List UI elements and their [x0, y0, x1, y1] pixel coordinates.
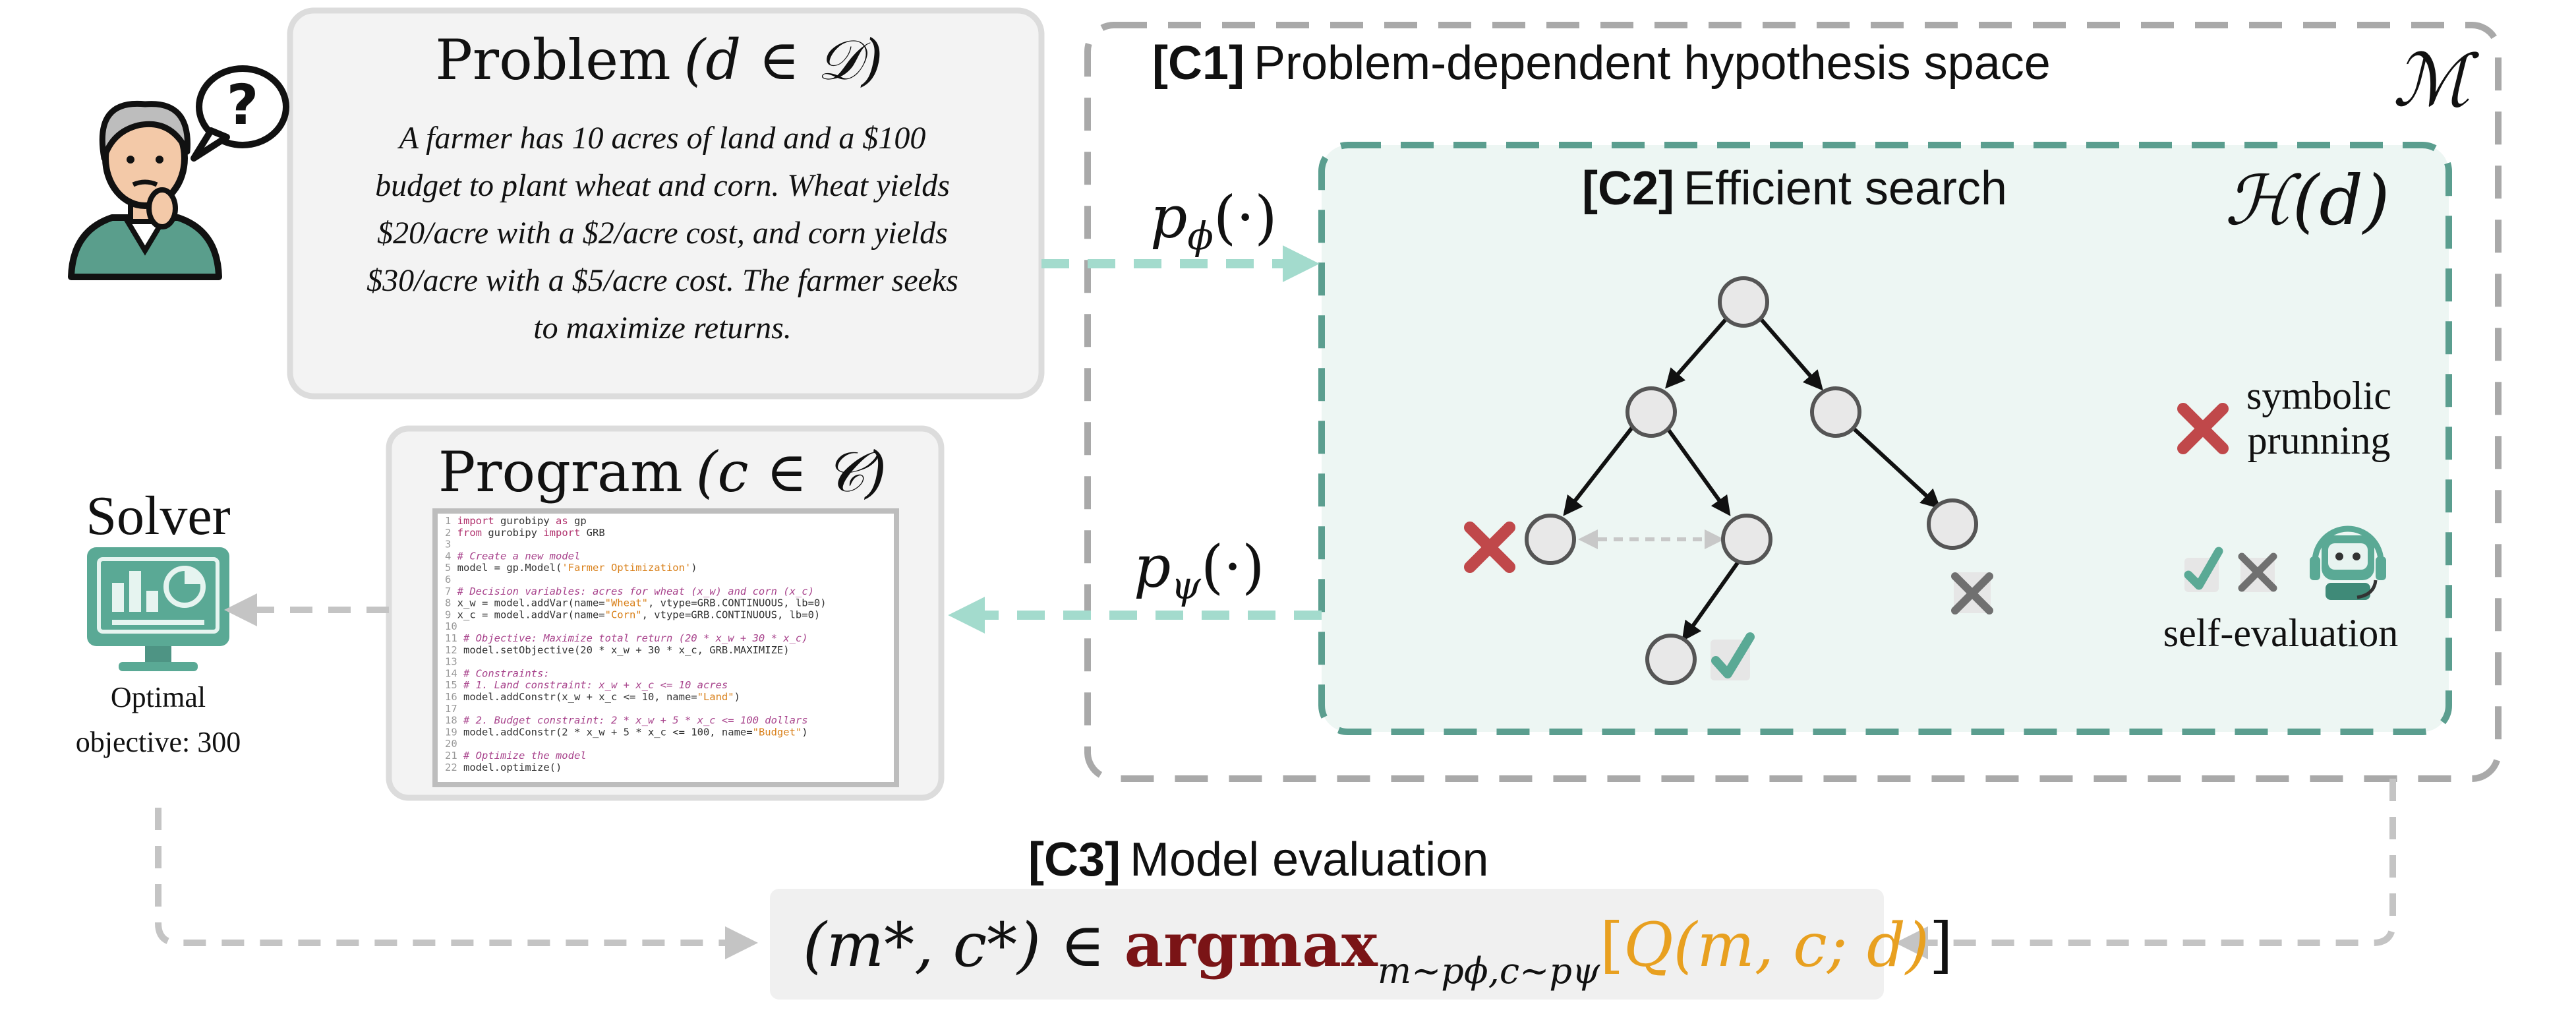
code-line: 1 import gurobipy as gp: [445, 515, 587, 527]
c2-search-box: [1318, 142, 2452, 735]
code-line: 12 model.setObjective(20 * x_w + 30 * x_…: [445, 644, 790, 656]
code-line: 4 # Create a new model: [445, 550, 580, 562]
solver-title: Solver: [86, 485, 230, 547]
code-panel: [432, 508, 899, 787]
person-question-icon: ?: [68, 65, 289, 280]
arrow-solver-to-evaluation: [155, 808, 758, 959]
c1-label: [C1]Problem-dependent hypothesis space: [1152, 37, 2051, 90]
program-title: Program(c ∈ 𝒞): [438, 440, 887, 504]
evaluation-formula: (m*, c*) ∈ argmaxm∼pϕ,c∼pψ[Q(m, c; d)]: [803, 909, 1953, 992]
code-line: 14 # Constraints:: [445, 667, 550, 679]
tree-edge: [1682, 558, 1742, 642]
p-phi-label: pϕ(·): [1150, 183, 1277, 258]
solver-caption-line2: objective: 300: [76, 726, 241, 758]
c2-label: [C2]Efficient search: [1582, 162, 2007, 215]
code-line: 17: [445, 703, 463, 715]
tree-edge: [1664, 425, 1731, 516]
check-icon: [2184, 547, 2223, 592]
code-line: 15 # 1. Land constraint: x_w + x_c <= 10…: [445, 679, 728, 691]
tree-node: [1810, 386, 1861, 438]
legend-symbolic-pruning: symbolic prunning: [2177, 374, 2391, 462]
code-line: 7 # Decision variables: acres for wheat …: [445, 585, 814, 597]
tree-node: [1625, 386, 1677, 438]
code-line: 8 x_w = model.addVar(name="Wheat", vtype…: [445, 597, 827, 609]
code-line: 22 model.optimize(): [445, 762, 562, 773]
problem-line: $20/acre with a $2/acre cost, and corn y…: [377, 216, 948, 251]
problem-statement: A farmer has 10 acres of land and a $100…: [366, 121, 958, 345]
problem-card: [287, 7, 1045, 400]
solver-caption-line1: Optimal: [111, 681, 206, 713]
code-line: 21 # Optimize the model: [445, 750, 587, 762]
problem-line: $30/acre with a $5/acre cost. The farmer…: [366, 263, 958, 298]
robot-headset-icon: [2310, 525, 2386, 600]
code-line: 20: [445, 738, 463, 750]
code-line: 9 x_c = model.addVar(name="Corn", vtype=…: [445, 609, 820, 620]
legend-symbolic-line2: prunning: [2248, 419, 2391, 462]
tree-edge: [1757, 315, 1823, 391]
code-line: 2 from gurobipy import GRB: [445, 527, 605, 539]
problem-title: Problem(d ∈ 𝒟): [435, 28, 883, 92]
tree-node: [1721, 514, 1772, 565]
code-block: 1 import gurobipy as gp2 from gurobipy i…: [445, 515, 827, 773]
code-line: 5 model = gp.Model('Farmer Optimization'…: [445, 562, 697, 574]
code-line: 19 model.addConstr(2 * x_w + 5 * x_c <= …: [445, 726, 808, 738]
tree-node-pruned: [1525, 514, 1576, 565]
tree-node-accepted: [1645, 634, 1697, 685]
cross-icon: [2238, 553, 2277, 592]
space-h-symbol: ℋ(d): [2225, 160, 2390, 241]
search-tree: [1464, 276, 1993, 685]
code-line: 6: [445, 574, 457, 585]
cross-icon: [2177, 403, 2229, 454]
cross-icon: [1951, 572, 1993, 614]
code-line: 18 # 2. Budget constraint: 2 * x_w + 5 *…: [445, 715, 808, 727]
c1-hypothesis-space-box: [1084, 22, 2502, 782]
tree-node-root: [1718, 276, 1769, 328]
problem-line: to maximize returns.: [533, 311, 792, 345]
cross-icon: [1464, 522, 1515, 573]
tree-edge: [1665, 315, 1730, 389]
legend-self-eval-label: self-evaluation: [2163, 611, 2399, 655]
problem-line: A farmer has 10 acres of land and a $100: [397, 121, 926, 156]
svg-text:?: ?: [227, 73, 259, 137]
legend-symbolic-line1: symbolic: [2246, 374, 2391, 417]
code-line: 16 model.addConstr(x_w + x_c <= 10, name…: [445, 691, 740, 703]
monitor-chart-icon: [87, 547, 229, 671]
c3-label: [C3]Model evaluation: [1028, 833, 1488, 886]
tree-edge: [1850, 425, 1941, 510]
tree-node-rejected: [1927, 498, 1978, 550]
tree-edge: [1563, 425, 1635, 516]
code-line: 10: [445, 620, 463, 632]
arrow-space-to-evaluation: [1895, 779, 2396, 959]
space-m-symbol: ℳ: [2393, 38, 2480, 123]
legend-self-evaluation: self-evaluation: [2163, 525, 2399, 655]
problem-line: budget to plant wheat and corn. Wheat yi…: [375, 168, 950, 203]
code-line: 13: [445, 656, 463, 668]
p-psi-label: pψ(·): [1134, 533, 1264, 608]
code-line: 3: [445, 539, 457, 551]
code-line: 11 # Objective: Maximize total return (2…: [445, 632, 808, 644]
check-icon: [1711, 632, 1755, 680]
evaluation-formula-box: [770, 889, 1884, 1000]
